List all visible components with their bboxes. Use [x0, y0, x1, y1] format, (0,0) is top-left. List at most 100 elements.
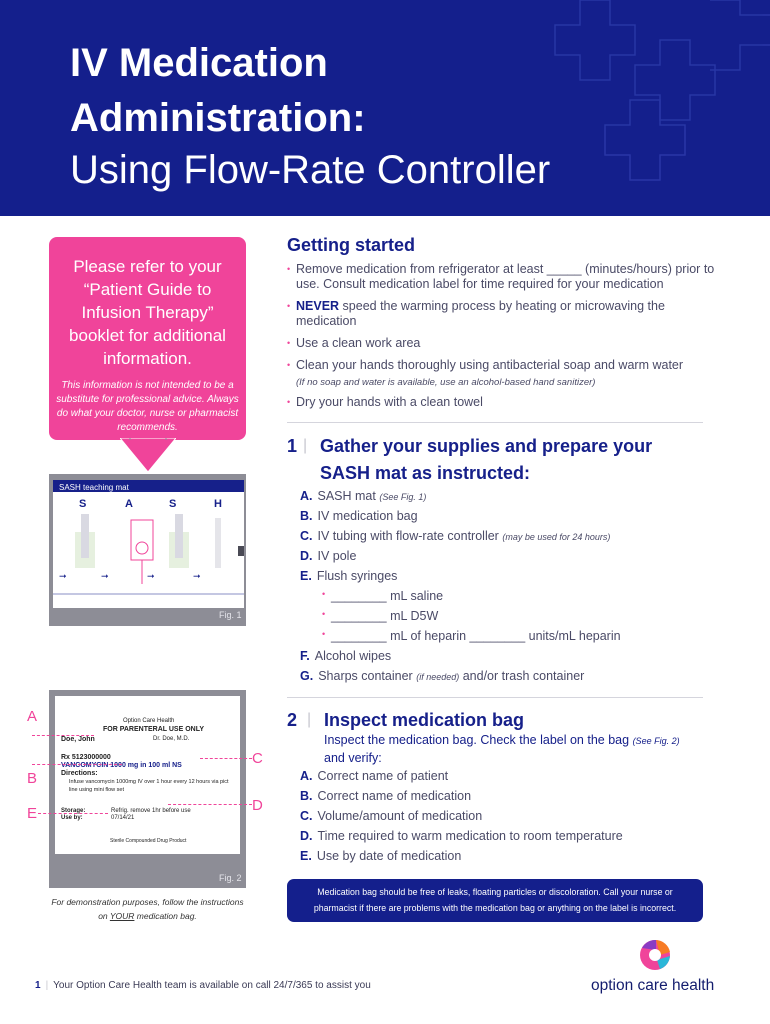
- label-drug: VANCOMYCIN 1000 mg in 100 ml NS: [61, 762, 182, 769]
- caption-line-2: on YOUR medication bag.: [49, 909, 246, 923]
- figure-1-sash-mat: SASH teaching mat S A S H ➞ ➞ ➞ ➞ Fig. 1: [49, 474, 246, 626]
- footer-separator: |: [45, 980, 49, 991]
- clean-hands-text: Clean your hands thoroughly using antiba…: [296, 358, 684, 372]
- item-text: IV pole: [317, 549, 357, 563]
- fig2-marker-c: C: [252, 750, 263, 767]
- figure-2-medication-label: Option Care Health FOR PARENTERAL USE ON…: [49, 690, 246, 888]
- mat-arrow-icon: ➞: [59, 571, 67, 581]
- guide-callout: Please refer to your “Patient Guide to I…: [49, 237, 246, 440]
- item-key: D.: [300, 829, 313, 843]
- intro-text: Inspect the medication bag. Check the la…: [324, 733, 630, 747]
- caption-prefix: on: [98, 911, 110, 921]
- never-emphasis: NEVER: [296, 299, 340, 313]
- sash-mat-drawing: [53, 514, 244, 595]
- item-after: and/or trash container: [459, 669, 585, 683]
- label-doctor: Dr. Doe, M.D.: [153, 736, 190, 742]
- item-key: A.: [300, 489, 313, 503]
- section1-title-line-2: SASH mat as instructed:: [320, 463, 531, 483]
- flush-syringe-item: ________ mL saline: [322, 589, 443, 603]
- fig2-marker-d: D: [252, 797, 263, 814]
- title-line-1: IV Medication: [70, 41, 328, 85]
- getting-started-bullet: NEVER speed the warming process by heati…: [287, 299, 727, 329]
- item-text: Alcohol wipes: [314, 649, 392, 663]
- item-key: G.: [300, 669, 314, 683]
- option-care-logo-icon: [640, 939, 670, 970]
- down-arrow-icon: [120, 438, 176, 473]
- verify-item: B.Correct name of medication: [300, 789, 471, 803]
- item-key: E.: [300, 569, 312, 583]
- sanitizer-note: (If no soap and water is available, use …: [296, 377, 596, 388]
- label-parenteral: FOR PARENTERAL USE ONLY: [103, 726, 204, 733]
- mat-title: SASH teaching mat: [59, 483, 129, 492]
- fig1-label: Fig. 1: [219, 610, 242, 620]
- getting-started-bullet: Use a clean work area: [287, 336, 727, 351]
- sash-mat-image: [53, 480, 244, 608]
- figure-caption: For demonstration purposes, follow the i…: [49, 895, 246, 923]
- item-text: IV tubing with flow-rate controller: [317, 529, 499, 543]
- fig2-label: Fig. 2: [219, 873, 242, 883]
- notice-line-2: pharmacist if there are problems with th…: [313, 903, 677, 913]
- item-key: D.: [300, 549, 313, 563]
- caption-your: YOUR: [109, 911, 135, 921]
- subtitle: Using Flow-Rate Controller: [70, 148, 551, 192]
- label-use-by: 07/14/21: [111, 815, 135, 821]
- item-text: Sharps container: [318, 669, 413, 683]
- fig2-pointer-b: [32, 764, 122, 765]
- supply-item: B.IV medication bag: [300, 509, 418, 523]
- item-key: A.: [300, 769, 313, 783]
- fig2-marker-e: E: [27, 805, 38, 822]
- label-rx: Rx 5123000000: [61, 754, 111, 761]
- flush-syringe-item: ________ mL of heparin ________ units/mL…: [322, 629, 621, 643]
- item-text: IV medication bag: [317, 509, 418, 523]
- header-banner: IV Medication Administration: Using Flow…: [0, 0, 770, 216]
- flush-syringe-item: ________ mL D5W: [322, 609, 438, 623]
- intro-note: (See Fig. 2): [632, 736, 680, 746]
- page-number: 1: [35, 980, 41, 991]
- label-patient: Doe, John: [61, 736, 95, 743]
- mat-arrow-icon: ➞: [147, 571, 155, 581]
- fig2-pointer-d: [168, 804, 252, 805]
- item-text: SASH mat: [317, 489, 376, 503]
- logo-wordmark: option care health: [591, 977, 715, 994]
- caption-suffix: medication bag.: [134, 911, 197, 921]
- intro-line-2: and verify:: [324, 751, 382, 765]
- item-key: E.: [300, 849, 312, 863]
- mat-letter-s1: S: [79, 498, 87, 510]
- getting-started-bullet: Dry your hands with a clean towel: [287, 395, 727, 410]
- footer-text: Your Option Care Health team is availabl…: [53, 980, 371, 991]
- item-text: Use by date of medication: [316, 849, 462, 863]
- verify-item: C. Volume/amount of medication: [300, 809, 482, 823]
- label-directions: Infuse vancomycin 1000mg IV over 1 hour …: [69, 779, 229, 793]
- footer: 1 | Your Option Care Health team is availa…: [35, 980, 371, 991]
- item-text: Correct name of medication: [317, 789, 472, 803]
- divider: [287, 697, 703, 698]
- fig2-marker-b: B: [27, 770, 38, 787]
- section2-intro: Inspect the medication bag. Check the la…: [324, 732, 724, 767]
- supply-item: E.Flush syringes: [300, 569, 397, 583]
- warning-notice: Medication bag should be free of leaks, …: [287, 879, 703, 922]
- decorative-crosses: [554, 0, 770, 181]
- verify-item: D.Time required to warm medication to ro…: [300, 829, 623, 843]
- fig2-pointer-c: [200, 758, 252, 759]
- supply-item: D. IV pole: [300, 549, 356, 563]
- title-line-2: Administration:: [70, 96, 366, 140]
- step-separator: |: [303, 437, 308, 454]
- item-note: (may be used for 24 hours): [502, 532, 611, 542]
- section1-title-line-1: Gather your supplies and prepare your: [320, 436, 653, 456]
- mat-letter-h: H: [214, 498, 222, 510]
- label-directions-heading: Directions:: [61, 770, 98, 777]
- item-note: (if needed): [416, 672, 460, 682]
- step-number-2: 2: [287, 710, 298, 730]
- label-pharmacy: Option Care Health: [123, 718, 175, 724]
- item-text: Volume/amount of medication: [317, 809, 483, 823]
- getting-started-bullet: Clean your hands thoroughly using antiba…: [287, 358, 727, 390]
- mat-letter-a: A: [125, 498, 133, 510]
- item-key: C.: [300, 809, 313, 823]
- supply-item: G. Sharps container (if needed) and/or tr…: [300, 669, 584, 683]
- fig2-pointer-a: [32, 735, 94, 736]
- item-text: Correct name of patient: [317, 769, 449, 783]
- supply-item: C.IV tubing with flow-rate controller (m…: [300, 529, 610, 543]
- divider: [287, 422, 703, 423]
- supply-item: F. Alcohol wipes: [300, 649, 391, 663]
- item-key: F.: [300, 649, 310, 663]
